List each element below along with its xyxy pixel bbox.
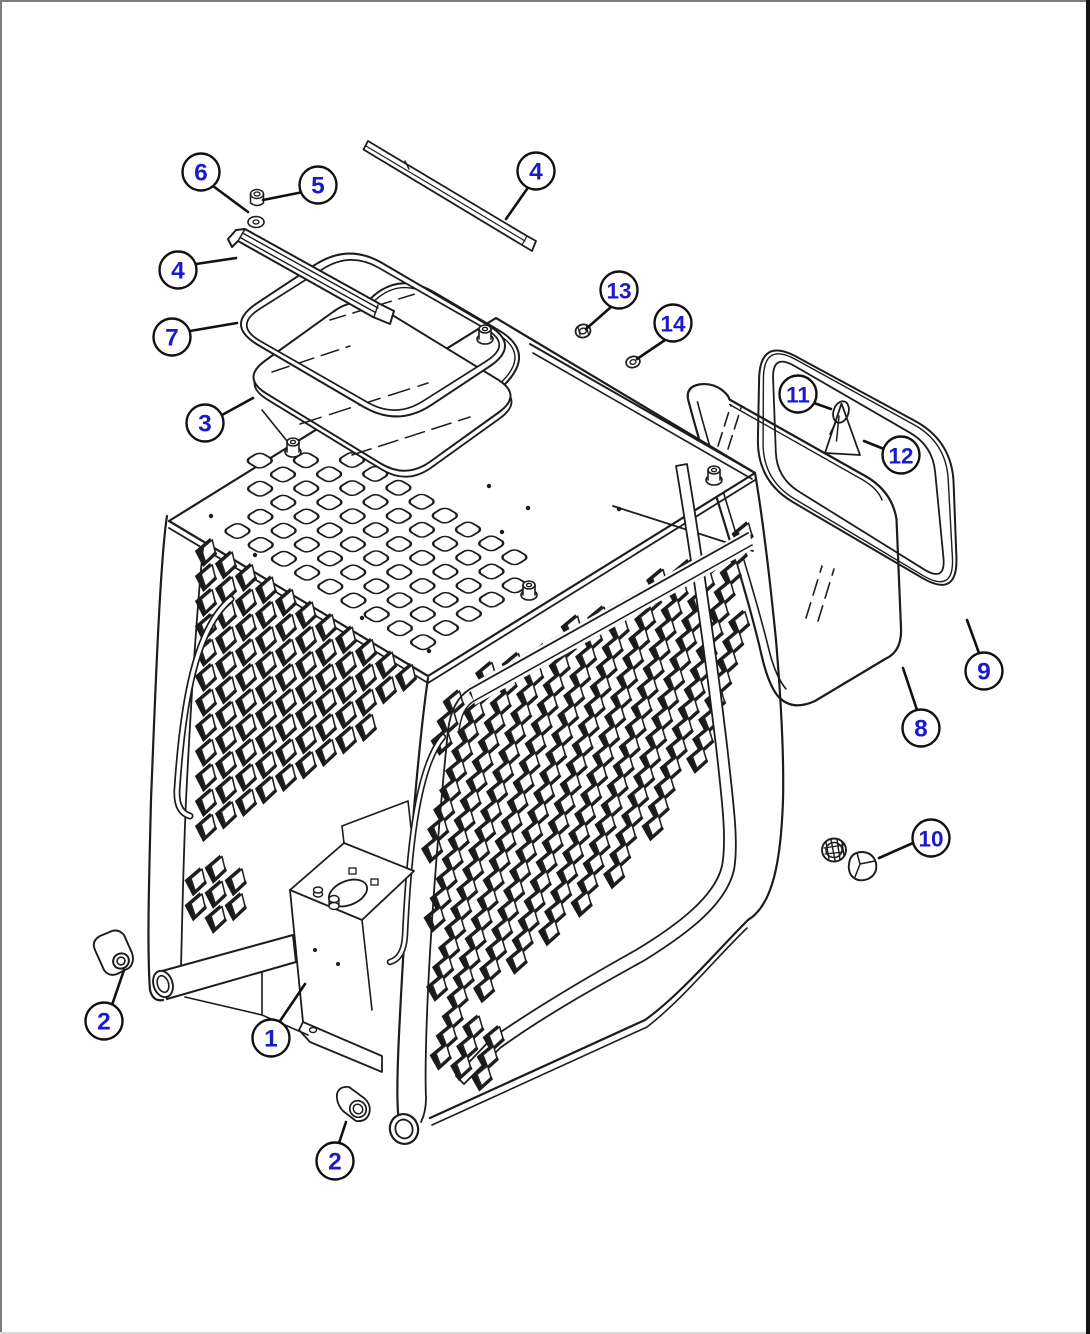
svg-text:4: 4 [171,258,185,285]
svg-text:11: 11 [786,383,810,408]
svg-text:5: 5 [311,173,325,200]
svg-text:4: 4 [529,159,543,186]
svg-text:2: 2 [97,1009,111,1036]
svg-text:9: 9 [977,659,991,686]
svg-text:14: 14 [660,312,686,337]
svg-text:7: 7 [165,325,179,352]
svg-text:3: 3 [198,411,212,438]
svg-text:2: 2 [328,1149,342,1176]
svg-text:13: 13 [606,279,631,304]
svg-text:1: 1 [264,1026,278,1053]
svg-text:6: 6 [194,160,208,187]
svg-text:12: 12 [888,444,913,469]
svg-text:10: 10 [918,827,943,852]
svg-text:8: 8 [914,716,928,743]
